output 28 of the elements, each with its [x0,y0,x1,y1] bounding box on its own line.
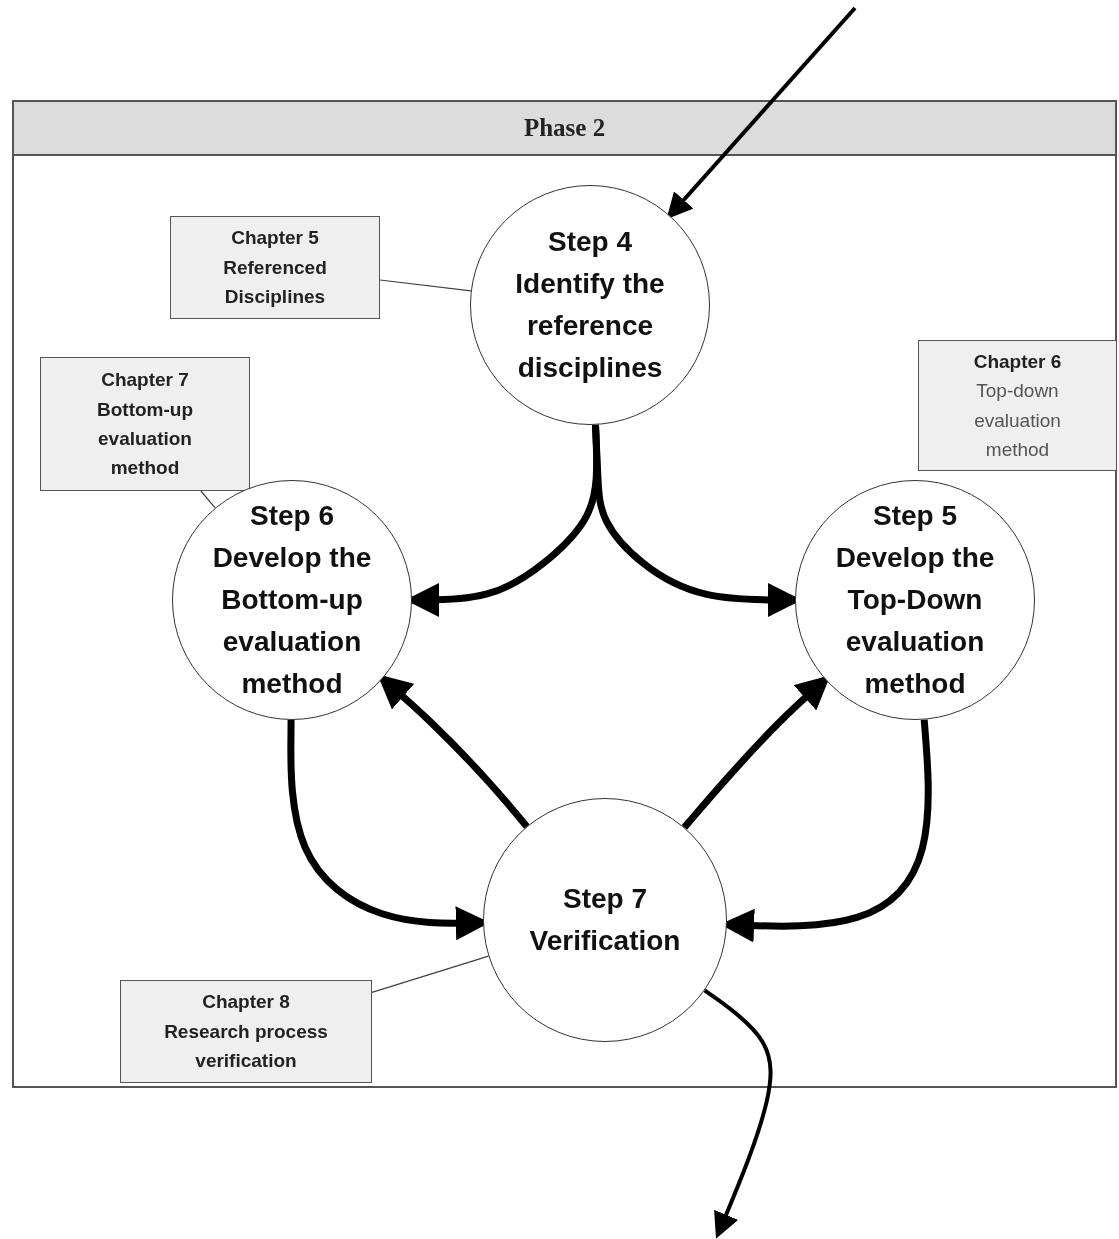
step-number: Step 4 [547,225,633,259]
step-title: Verification [528,924,682,958]
chapter-number: Chapter 6 [972,349,1063,374]
step-title: Develop the Top-Down evaluation method [834,541,996,701]
chapter-number: Chapter 8 [201,990,291,1015]
step-title: Develop the Bottom-up evaluation method [211,541,373,701]
arrow [666,6,857,220]
step-number: Step 5 [872,499,958,533]
chapter-number: Chapter 5 [230,226,320,251]
phase-panel [12,100,1117,1088]
arrow [703,988,773,1239]
chapter-box [40,357,250,491]
chapter-number: Chapter 7 [100,368,190,393]
leader-line [200,490,216,509]
chapter-title: Referenced Disciplines [222,255,328,310]
chapter-title: Research process verification [163,1019,329,1074]
phase-heading: Phase 2 [14,102,1115,156]
chapter-title: Top-down evaluation method [973,379,1062,462]
leader-line [371,955,490,993]
arrow [377,674,530,829]
chapter-box [918,340,1117,471]
step-number: Step 7 [562,882,648,916]
step-number: Step 6 [249,499,335,533]
leader-line [379,279,472,292]
step-title: Identify the reference disciplines [514,267,666,385]
chapter-box [120,980,372,1083]
chapter-box [170,216,380,319]
chapter-title: Bottom-up evaluation method [96,397,194,481]
